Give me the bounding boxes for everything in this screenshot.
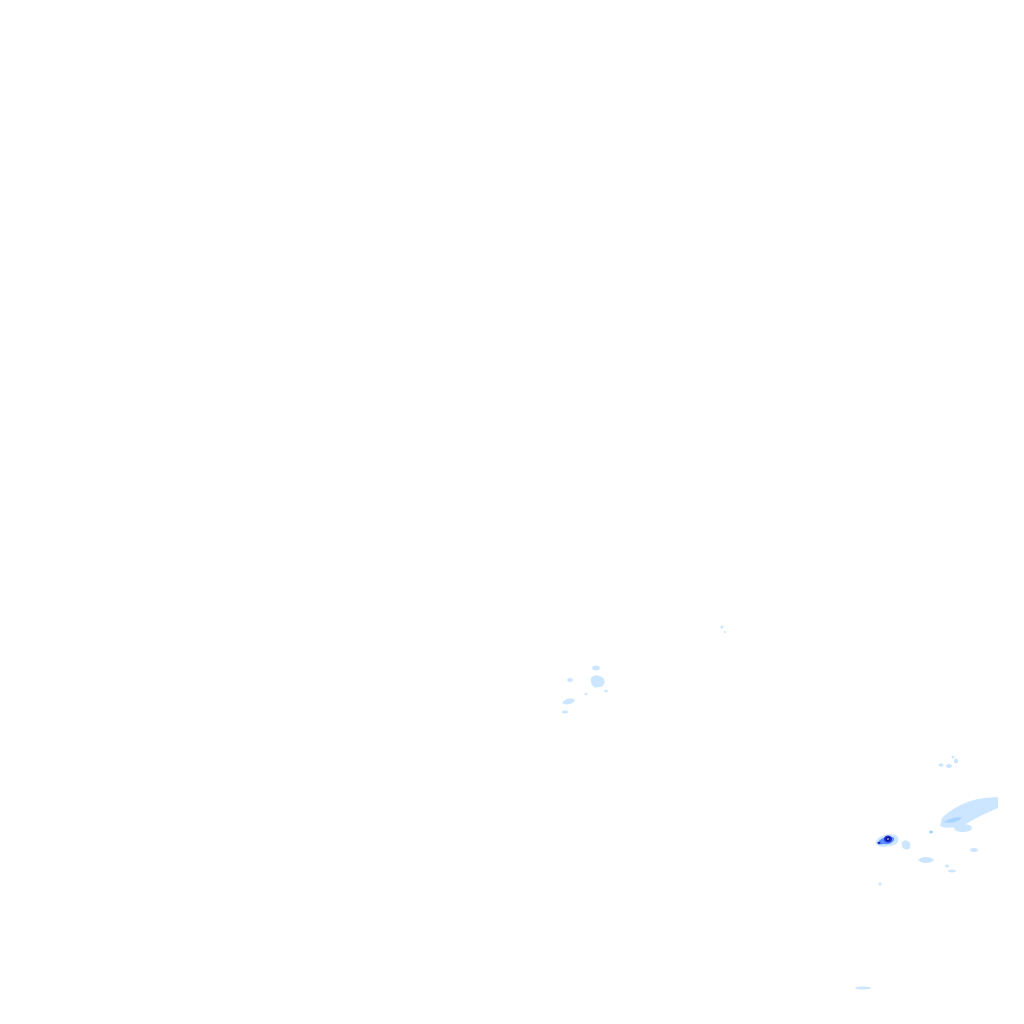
echo-band-east (878, 797, 998, 886)
echo-small-south (855, 986, 871, 990)
storm-cell-intense (875, 834, 899, 847)
echo-cluster-east-upper (938, 755, 958, 768)
echo-cluster-center (562, 665, 608, 714)
echo-small-1 (720, 625, 726, 633)
